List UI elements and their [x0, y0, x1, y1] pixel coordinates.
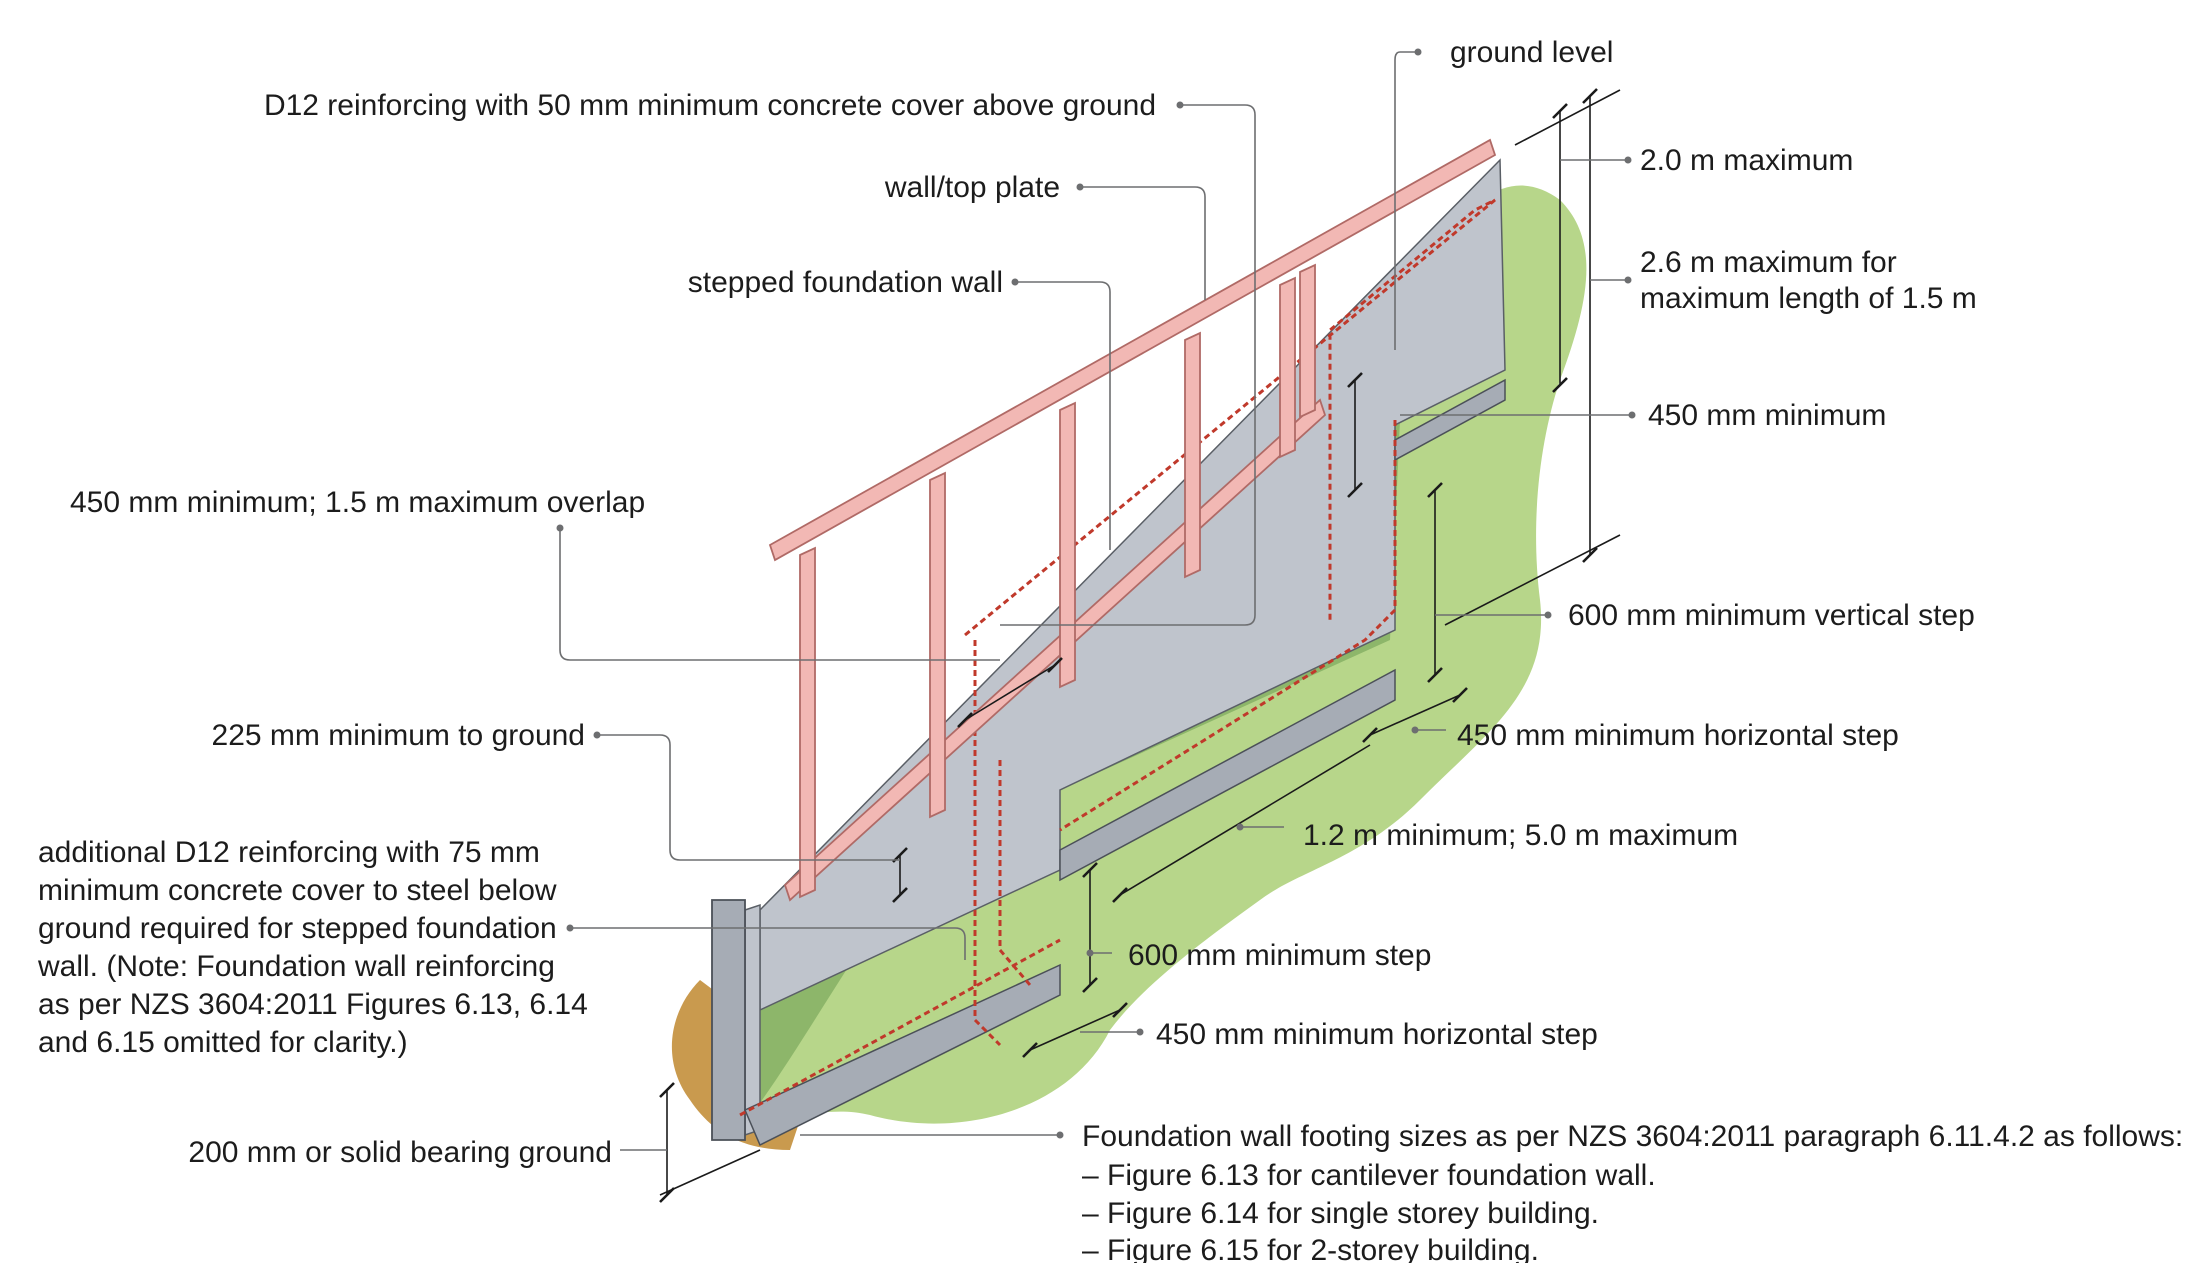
dim-footing-base-extension	[659, 1149, 761, 1196]
reinforcing-bars	[739, 198, 1496, 1117]
timber-frame	[768, 138, 1497, 902]
leader-dot	[1076, 183, 1084, 191]
leader-dot	[556, 524, 564, 532]
dimension-ticks	[659, 88, 1598, 1203]
label-additional-d12-line4: wall. (Note: Foundation wall reinforcing	[37, 950, 555, 983]
label-d12-reinforcing: D12 reinforcing with 50 mm minimum concr…	[264, 89, 1156, 122]
leader-dot	[1624, 156, 1632, 164]
leader-wall-top-plate	[1080, 186, 1206, 300]
tick	[1022, 1042, 1038, 1058]
tick	[1552, 103, 1568, 119]
tick	[1427, 667, 1443, 683]
label-footing-item-1: – Figure 6.13 for cantilever foundation …	[1082, 1159, 1656, 1192]
tick	[1552, 377, 1568, 393]
rebar-mid-vertical	[998, 760, 1032, 986]
leader-dot	[1136, 1028, 1144, 1036]
leader-225	[597, 734, 900, 861]
leader-additional-d12	[570, 927, 966, 960]
label-450-horizontal-upper: 450 mm minimum horizontal step	[1457, 719, 1899, 752]
stud-1	[799, 546, 816, 899]
tick	[1427, 482, 1443, 498]
leader-dot	[1624, 276, 1632, 284]
leader-dot	[1411, 726, 1419, 734]
dim-450-horizontal-lower	[1029, 1009, 1121, 1051]
wall-concrete-lower-face	[744, 903, 761, 1137]
label-stepped-foundation-wall: stepped foundation wall	[688, 266, 1003, 299]
leader-lines	[556, 48, 1636, 1151]
label-wall-top-plate: wall/top plate	[884, 171, 1060, 204]
leader-dot	[1628, 411, 1636, 419]
label-2m-max: 2.0 m maximum	[1640, 144, 1853, 177]
rebar-top	[964, 198, 1496, 637]
footing-lower	[744, 963, 1061, 1147]
tick	[1082, 862, 1098, 878]
label-600-vertical: 600 mm minimum vertical step	[1568, 599, 1975, 632]
leader-dot	[566, 924, 574, 932]
dim-ground-extension	[1444, 534, 1621, 626]
label-200: 200 mm or solid bearing ground	[188, 1136, 612, 1169]
leader-dot	[1544, 611, 1552, 619]
label-overlap: 450 mm minimum; 1.5 m maximum overlap	[70, 486, 645, 519]
stud-2	[929, 471, 946, 819]
top-plate	[768, 138, 1497, 562]
tick	[1082, 977, 1098, 993]
label-450-horizontal-lower: 450 mm minimum horizontal step	[1156, 1018, 1598, 1051]
leader-dot	[1236, 823, 1244, 831]
leader-dot	[1414, 48, 1422, 56]
label-ground-level: ground level	[1450, 36, 1613, 69]
leader-stepped-foundation-wall	[1015, 281, 1111, 550]
label-footing-sizes: Foundation wall footing sizes as per NZS…	[1082, 1120, 2183, 1153]
dim-top-extension	[1514, 89, 1621, 146]
tick	[957, 712, 973, 728]
leader-dot	[1176, 101, 1184, 109]
stud-4	[1184, 331, 1201, 579]
dim-overlap	[964, 664, 1056, 721]
rebar-left-vertical	[973, 640, 1002, 1047]
tick	[1362, 727, 1378, 743]
stud-3	[1059, 401, 1076, 689]
tick	[1582, 547, 1598, 563]
wall-end-post	[711, 899, 746, 1141]
label-1-2m: 1.2 m minimum; 5.0 m maximum	[1303, 819, 1738, 852]
label-450-min: 450 mm minimum	[1648, 399, 1886, 432]
label-225: 225 mm minimum to ground	[212, 719, 585, 752]
label-additional-d12-line1: additional D12 reinforcing with 75 mm	[38, 836, 540, 869]
label-additional-d12-line5: as per NZS 3604:2011 Figures 6.13, 6.14	[38, 988, 588, 1021]
tick	[1112, 887, 1128, 903]
label-additional-d12-line3: ground required for stepped foundation	[38, 912, 557, 945]
leader-overlap	[559, 528, 1000, 661]
label-footing-item-2: – Figure 6.14 for single storey building…	[1082, 1197, 1599, 1230]
label-600-step: 600 mm minimum step	[1128, 939, 1431, 972]
label-2-6m-max-line2: maximum length of 1.5 m	[1640, 282, 1977, 315]
leader-ground-level	[1394, 51, 1418, 350]
tick	[1582, 88, 1598, 104]
rebar-upper-vertical	[1059, 420, 1397, 832]
footing-middle	[1059, 668, 1396, 882]
label-footing-item-3: – Figure 6.15 for 2-storey building.	[1082, 1234, 1539, 1263]
leader-dot	[1086, 949, 1094, 957]
stud-5	[1279, 276, 1296, 459]
leader-dot	[1056, 1131, 1064, 1139]
label-additional-d12-line6: and 6.15 omitted for clarity.)	[38, 1026, 408, 1059]
stud-6	[1299, 263, 1316, 419]
label-2-6m-max-line1: 2.6 m maximum for	[1640, 246, 1897, 279]
tick	[1452, 687, 1468, 703]
leader-dot	[1011, 278, 1019, 286]
dim-1-2m	[1119, 744, 1371, 896]
leader-d12	[1000, 104, 1256, 626]
dim-450-horizontal-upper	[1369, 694, 1461, 736]
tick	[1112, 1002, 1128, 1018]
tick	[892, 887, 908, 903]
dimension-lines	[659, 88, 1621, 1203]
label-additional-d12-line2: minimum concrete cover to steel below	[38, 874, 557, 907]
rebar-lower-horizontal	[739, 938, 1061, 1117]
tick	[1347, 372, 1363, 388]
leader-dot	[593, 731, 601, 739]
tick	[659, 1082, 675, 1098]
tick	[1347, 482, 1363, 498]
text-labels: ground level D12 reinforcing with 50 mm …	[37, 36, 2183, 1263]
tick	[1047, 657, 1063, 673]
tick	[659, 1187, 675, 1203]
